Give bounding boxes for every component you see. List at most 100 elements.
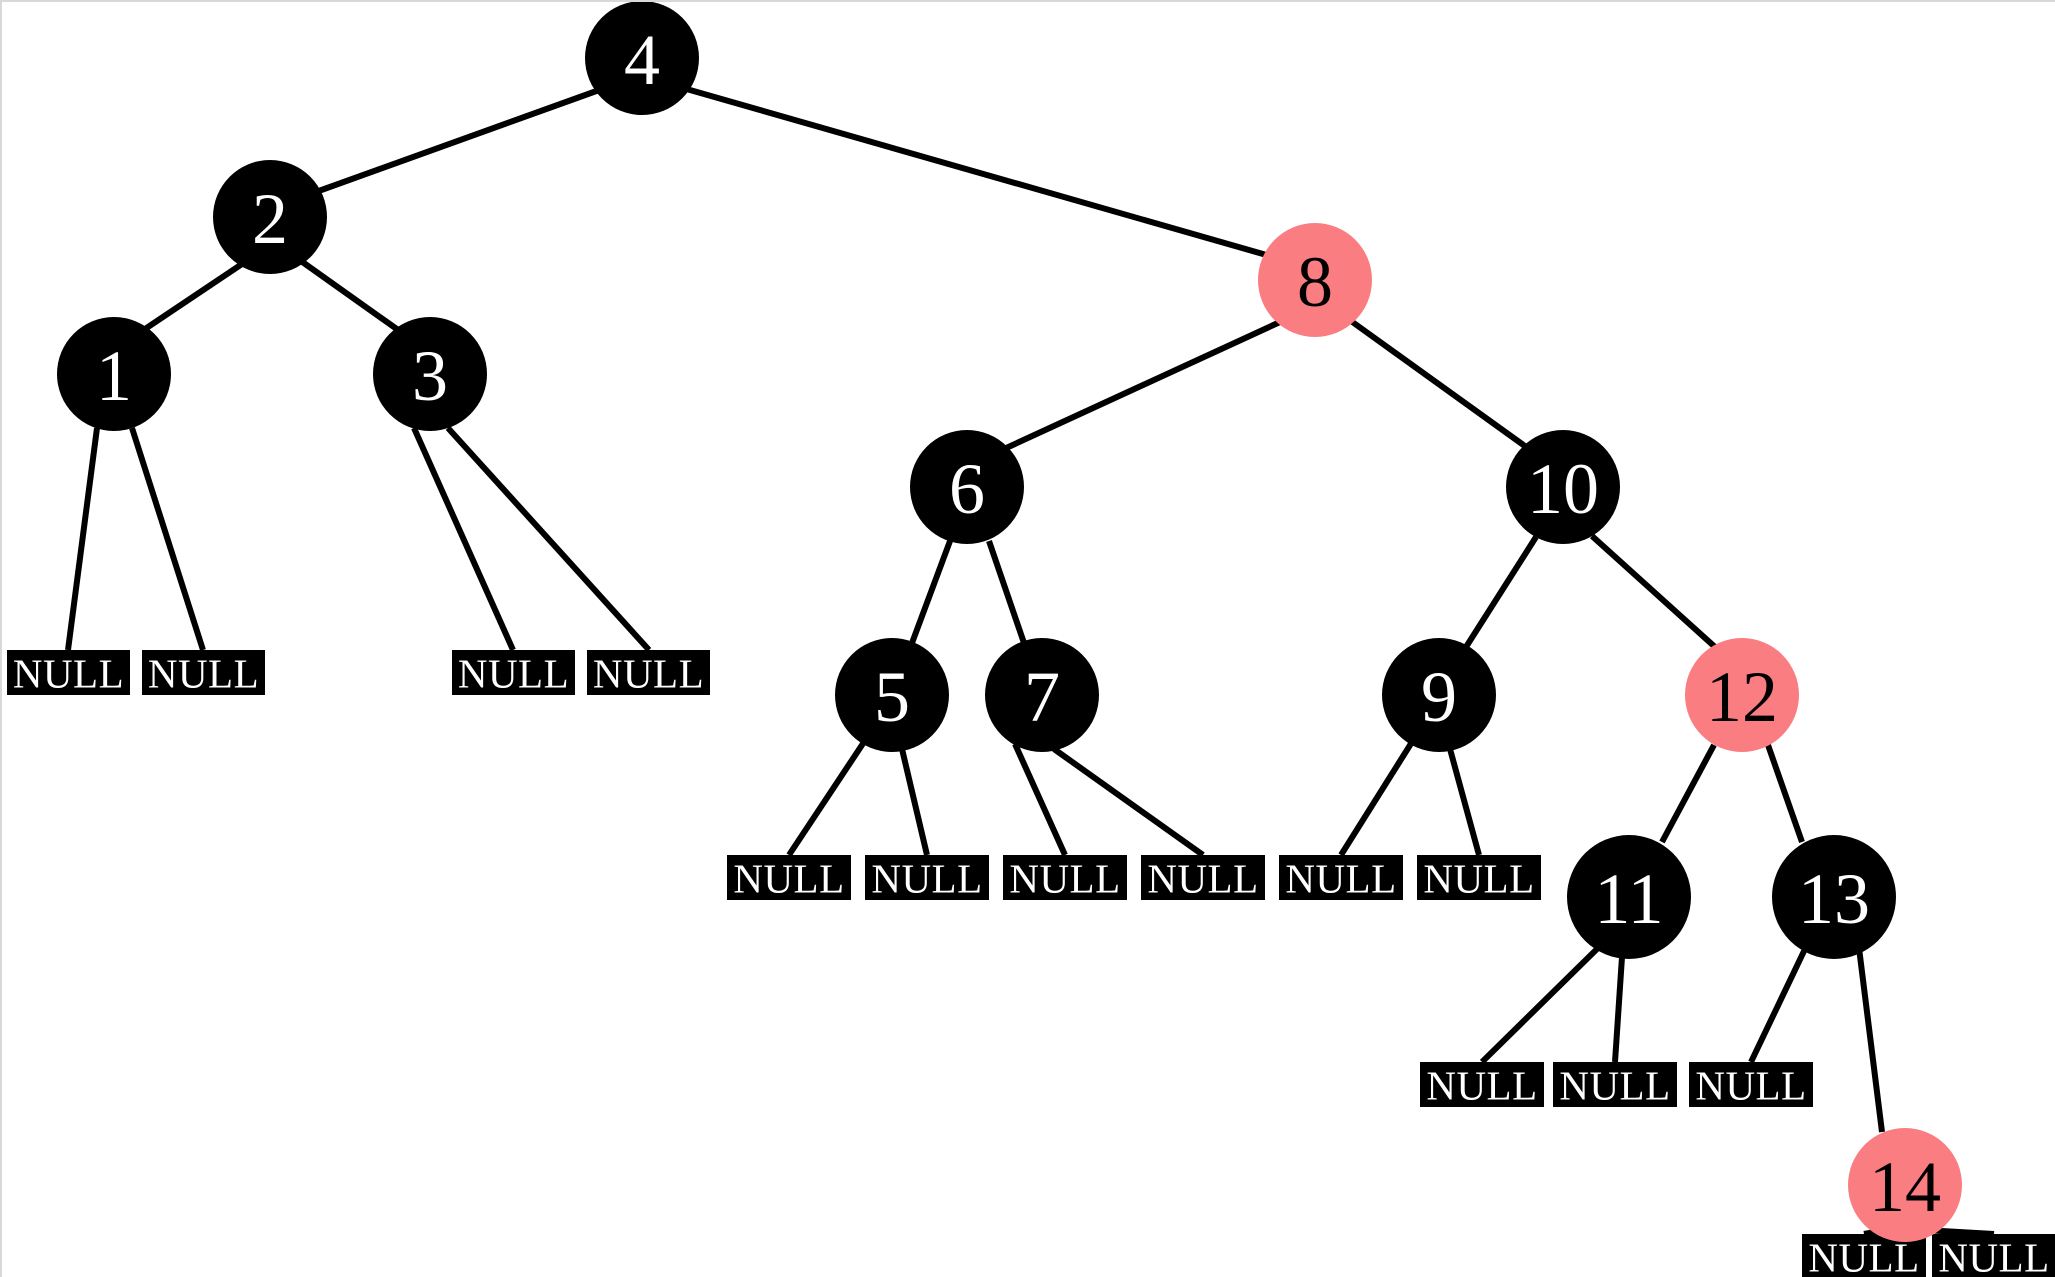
tree-edge-n12-to-n13 bbox=[1765, 744, 1805, 843]
node-key-label: 3 bbox=[412, 336, 448, 416]
tree-node-6[interactable]: 6 bbox=[910, 430, 1024, 544]
tree-edge-n10-to-n12 bbox=[1589, 533, 1718, 650]
null-leaf-label: NULL bbox=[1938, 1235, 2049, 1277]
tree-edge-n6-to-n5 bbox=[909, 539, 953, 645]
node-circle-red[interactable] bbox=[1258, 223, 1372, 337]
tree-node-11[interactable]: 11 bbox=[1567, 835, 1691, 959]
null-leaf-box bbox=[1279, 855, 1403, 900]
node-key-label: 4 bbox=[624, 20, 660, 100]
tree-node-8[interactable]: 8 bbox=[1258, 223, 1372, 337]
null-leaf-box bbox=[1141, 855, 1265, 900]
tree-edge-n3-to-null-3L bbox=[411, 426, 516, 652]
null-leaf-label: NULL bbox=[733, 856, 844, 902]
tree-edge-n3-to-null-3R bbox=[445, 425, 652, 653]
tree-node-5[interactable]: 5 bbox=[835, 638, 949, 752]
node-key-label: 12 bbox=[1706, 657, 1778, 737]
tree-edge-n13-to-n14 bbox=[1856, 947, 1885, 1133]
node-key-label: 14 bbox=[1869, 1147, 1941, 1227]
tree-node-10[interactable]: 10 bbox=[1506, 430, 1620, 544]
tree-node-13[interactable]: 13 bbox=[1772, 835, 1896, 959]
node-key-label: 2 bbox=[252, 179, 288, 259]
null-leaf-box bbox=[1420, 1062, 1544, 1107]
tree-edge-n4-to-n8 bbox=[682, 85, 1271, 259]
null-leaf-null-11R: NULL bbox=[1553, 1062, 1677, 1109]
null-leaf-label: NULL bbox=[148, 651, 259, 697]
node-circle-black[interactable] bbox=[910, 430, 1024, 544]
tree-node-9[interactable]: 9 bbox=[1382, 638, 1496, 752]
tree-edge-n9-to-null-9R bbox=[1447, 748, 1482, 856]
null-leaf-null-5L: NULL bbox=[727, 855, 851, 902]
node-circle-black[interactable] bbox=[1567, 835, 1691, 959]
tree-node-4[interactable]: 4 bbox=[585, 2, 699, 115]
tree-edge-n7-to-null-7R bbox=[1052, 746, 1205, 858]
tree-edge-n11-to-null-11R bbox=[1612, 956, 1625, 1063]
tree-node-14[interactable]: 14 bbox=[1848, 1128, 1962, 1242]
node-circle-black[interactable] bbox=[1506, 430, 1620, 544]
null-leaf-null-13L: NULL bbox=[1689, 1062, 1813, 1109]
null-leaf-null-3L: NULL bbox=[452, 650, 575, 697]
node-circle-black[interactable] bbox=[213, 160, 327, 274]
node-key-label: 5 bbox=[874, 657, 910, 737]
node-key-label: 7 bbox=[1024, 657, 1060, 737]
null-leaf-box bbox=[1689, 1062, 1813, 1107]
null-leaf-box bbox=[587, 650, 710, 695]
node-key-label: 8 bbox=[1297, 242, 1333, 322]
node-circle-black[interactable] bbox=[835, 638, 949, 752]
null-leaf-box bbox=[1932, 1234, 2055, 1277]
null-leaf-label: NULL bbox=[593, 651, 704, 697]
tree-edge-n4-to-n2 bbox=[300, 86, 604, 200]
null-leaf-null-5R: NULL bbox=[865, 855, 989, 902]
null-leaf-null-14R: NULL bbox=[1932, 1234, 2055, 1277]
node-key-label: 1 bbox=[96, 336, 132, 416]
null-leaf-box bbox=[1003, 855, 1127, 900]
tree-edge-n2-to-n1 bbox=[143, 261, 244, 332]
node-circle-black[interactable] bbox=[1772, 835, 1896, 959]
tree-node-1[interactable]: 1 bbox=[57, 317, 171, 431]
null-leaf-null-7L: NULL bbox=[1003, 855, 1127, 902]
node-key-label: 13 bbox=[1798, 859, 1870, 939]
null-leaf-box bbox=[1417, 855, 1541, 900]
tree-edge-n2-to-n3 bbox=[299, 258, 403, 335]
tree-edge-n11-to-null-11L bbox=[1479, 945, 1601, 1065]
node-key-label: 11 bbox=[1594, 859, 1663, 939]
null-leaf-box bbox=[7, 650, 130, 695]
node-key-label: 6 bbox=[949, 449, 985, 529]
null-leaf-label: NULL bbox=[1009, 856, 1120, 902]
tree-node-2[interactable]: 2 bbox=[213, 160, 327, 274]
null-leaves-layer: NULL NULL NULL NULL NULL NULL NULL NULL NULL NULL… bbox=[7, 650, 2055, 1277]
null-leaf-label: NULL bbox=[871, 856, 982, 902]
null-leaf-label: NULL bbox=[1285, 856, 1396, 902]
node-circle-black[interactable] bbox=[585, 2, 699, 115]
null-leaf-box bbox=[452, 650, 575, 695]
tree-edge-n5-to-null-5R bbox=[899, 748, 930, 856]
tree-edge-n8-to-n6 bbox=[1002, 319, 1282, 452]
null-leaf-null-9L: NULL bbox=[1279, 855, 1403, 902]
tree-edge-n8-to-n10 bbox=[1349, 318, 1531, 452]
null-leaf-label: NULL bbox=[1695, 1063, 1806, 1109]
tree-edge-n9-to-null-9L bbox=[1338, 740, 1415, 857]
tree-node-12[interactable]: 12 bbox=[1685, 638, 1799, 752]
tree-node-7[interactable]: 7 bbox=[985, 638, 1099, 752]
null-leaf-null-1L: NULL bbox=[7, 650, 130, 697]
null-leaf-box bbox=[865, 855, 989, 900]
node-circle-black[interactable] bbox=[985, 638, 1099, 752]
null-leaf-box bbox=[142, 650, 265, 695]
node-circle-red[interactable] bbox=[1848, 1128, 1962, 1242]
null-leaf-label: NULL bbox=[1147, 856, 1258, 902]
null-leaf-null-11L: NULL bbox=[1420, 1062, 1544, 1109]
node-circle-black[interactable] bbox=[373, 317, 487, 431]
tree-node-3[interactable]: 3 bbox=[373, 317, 487, 431]
null-leaf-label: NULL bbox=[458, 651, 569, 697]
node-circle-black[interactable] bbox=[57, 317, 171, 431]
node-key-label: 9 bbox=[1421, 657, 1457, 737]
null-leaf-null-7R: NULL bbox=[1141, 855, 1265, 902]
tree-edge-n10-to-n9 bbox=[1463, 535, 1539, 649]
node-key-label: 10 bbox=[1527, 449, 1599, 529]
node-circle-red[interactable] bbox=[1685, 638, 1799, 752]
node-circle-black[interactable] bbox=[1382, 638, 1496, 752]
null-leaf-label: NULL bbox=[1426, 1063, 1537, 1109]
null-leaf-null-1R: NULL bbox=[142, 650, 265, 697]
tree-edge-n6-to-n7 bbox=[986, 540, 1027, 644]
